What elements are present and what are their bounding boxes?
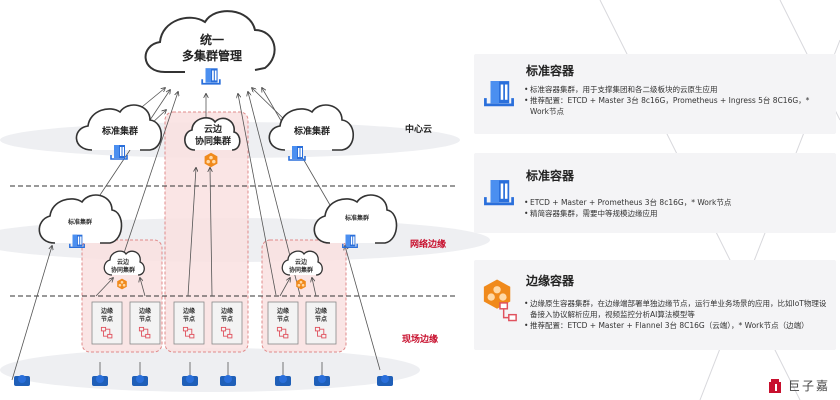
center-cloud-standard-left: 标准集群 xyxy=(75,104,163,160)
cloud-label-line2: 协同集群 xyxy=(111,266,135,274)
top-cloud: 统一 多集群管理 xyxy=(144,10,276,85)
crane-icon xyxy=(314,375,330,386)
camera-icon xyxy=(377,375,393,386)
card-standard-container-1: 标准容器 标准容器集群，用于支撑集团和各二级板块的云原生应用 推荐配置：ETCD… xyxy=(474,54,836,134)
edge-node-box: 边缘节点 xyxy=(173,301,205,345)
card-bullet: 精简容器集群，需要中等规模边缘应用 xyxy=(524,208,828,219)
cloud-label-line1: 云边 xyxy=(295,258,308,266)
center-cloud-standard-right: 标准集群 xyxy=(268,104,355,161)
card-title: 标准容器 xyxy=(526,64,575,78)
engine-icon xyxy=(132,375,148,386)
zone-label-network: 网络边缘 xyxy=(410,238,446,250)
edge-node-box: 边缘节点 xyxy=(129,301,161,345)
zone-box-center xyxy=(164,111,249,353)
edge-node-box: 边缘节点 xyxy=(91,301,123,345)
zone-label-field: 现场边缘 xyxy=(402,333,438,345)
edge-node-label: 边缘 xyxy=(314,307,327,315)
card-bullets: 标准容器集群，用于支撑集团和各二级板块的云原生应用 推荐配置：ETCD + Ma… xyxy=(524,84,828,117)
cloud-label: 标准集群 xyxy=(67,218,92,226)
brand-logo: 巨子嘉 xyxy=(768,377,830,394)
top-cloud-line2: 多集群管理 xyxy=(182,48,242,63)
edge-container-icon xyxy=(483,279,517,322)
cloud-label-line2: 协同集群 xyxy=(195,135,231,147)
field-devices xyxy=(14,375,393,386)
pump-icon xyxy=(182,375,198,386)
card-bullet: ETCD + Master + Prometheus 3台 8c16G，* Wo… xyxy=(524,197,828,208)
card-standard-container-2: 标准容器 ETCD + Master + Prometheus 3台 8c16G… xyxy=(474,153,836,233)
container-cube-icon xyxy=(482,175,516,209)
cloud-label: 标准集群 xyxy=(101,125,138,137)
card-bullet: 推荐配置：ETCD + Master 3台 8c16G，Prometheus +… xyxy=(524,95,828,117)
card-edge-container: 边缘容器 边缘原生容器集群，在边缘端部署单独边缘节点，运行单业务场景的应用，比如… xyxy=(474,260,836,350)
network-cloud-edge-collab-right: 云边 协同集群 xyxy=(281,250,323,290)
container-cube-icon xyxy=(482,76,516,110)
edge-node-label: 边缘 xyxy=(100,307,113,315)
card-bullets: ETCD + Master + Prometheus 3台 8c16G，* Wo… xyxy=(524,197,828,219)
edge-node-box: 边缘节点 xyxy=(305,301,337,345)
edge-node-label: 节点 xyxy=(183,315,195,323)
edge-node-label: 边缘 xyxy=(182,307,195,315)
edge-node-label: 节点 xyxy=(315,315,327,323)
edge-node-label: 边缘 xyxy=(138,307,151,315)
card-bullet: 标准容器集群，用于支撑集团和各二级板块的云原生应用 xyxy=(524,84,828,95)
cloud-label: 标准集群 xyxy=(293,125,330,137)
fan-icon xyxy=(220,375,236,386)
edge-node-label: 节点 xyxy=(101,315,113,323)
cloud-label-line1: 云边 xyxy=(117,258,130,266)
card-bullet: 边缘原生容器集群，在边缘端部署单独边缘节点，运行单业务场景的应用，比如IoT物理… xyxy=(524,298,828,320)
meter-icon xyxy=(275,375,291,386)
center-cloud-edge-collab: 云边 协同集群 xyxy=(184,117,241,168)
edge-node-label: 节点 xyxy=(221,315,233,323)
valve-icon xyxy=(92,375,108,386)
cloud-label-line2: 协同集群 xyxy=(289,266,313,274)
card-title: 边缘容器 xyxy=(526,274,575,288)
network-cloud-standard-right: 标准集群 xyxy=(313,194,398,249)
zone-label-center: 中心云 xyxy=(405,123,432,135)
edge-node-label: 节点 xyxy=(277,315,289,323)
edge-node-box: 边缘节点 xyxy=(211,301,243,345)
router-icon xyxy=(14,375,30,386)
brand-name: 巨子嘉 xyxy=(787,379,830,393)
edge-node-label: 边缘 xyxy=(220,307,233,315)
edge-node-label: 边缘 xyxy=(276,307,289,315)
top-cloud-line1: 统一 xyxy=(200,32,224,47)
brand-logo-icon xyxy=(768,378,781,393)
card-title: 标准容器 xyxy=(526,169,575,183)
edge-node-label: 节点 xyxy=(139,315,151,323)
band-field xyxy=(0,348,420,392)
network-cloud-standard-left: 标准集群 xyxy=(38,194,123,249)
network-cloud-edge-collab-left: 云边 协同集群 xyxy=(103,250,145,290)
cloud-label-line1: 云边 xyxy=(204,123,223,135)
edge-node-box: 边缘节点 xyxy=(267,301,299,345)
cloud-label: 标准集群 xyxy=(344,214,369,222)
card-bullets: 边缘原生容器集群，在边缘端部署单独边缘节点，运行单业务场景的应用，比如IoT物理… xyxy=(524,298,828,331)
card-bullet: 推荐配置：ETCD + Master + Flannel 3台 8C16G（云端… xyxy=(524,320,828,331)
